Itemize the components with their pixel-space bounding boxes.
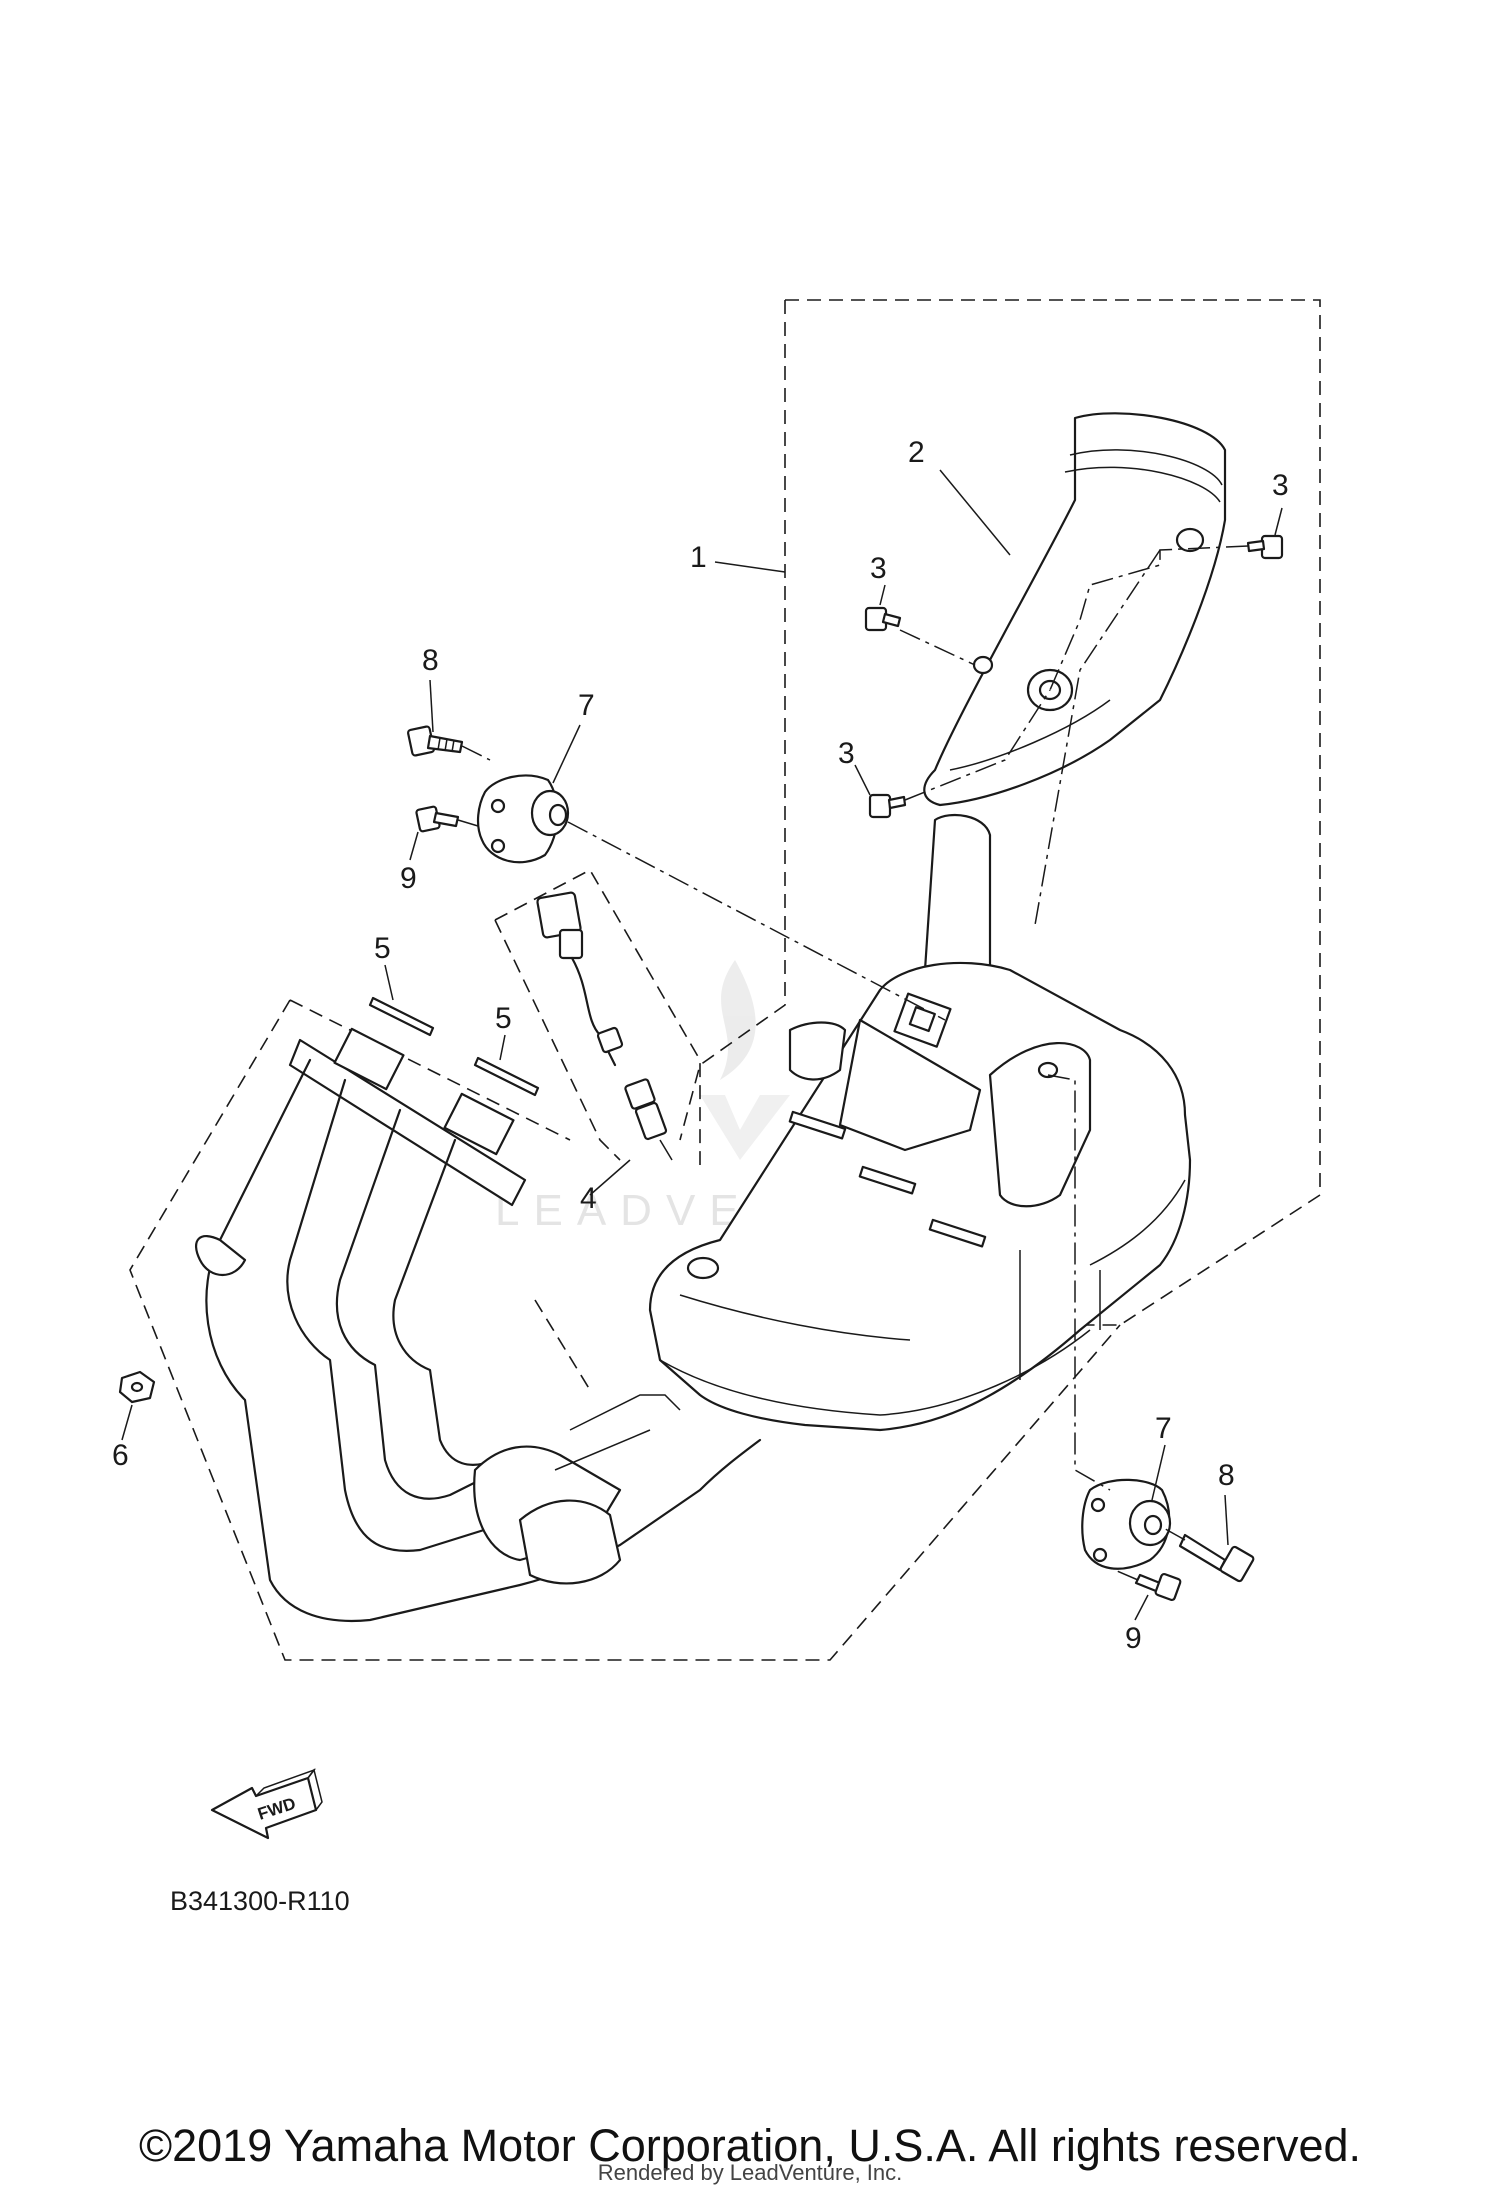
bolt-9-bottom — [1134, 1572, 1182, 1602]
rendered-by-notice: Rendered by LeadVenture, Inc. — [597, 2160, 903, 2185]
gasket-5-right — [473, 1056, 540, 1097]
exhaust-header-pipes — [195, 1027, 762, 1622]
leader-lines — [121, 469, 1283, 1621]
callout-5-left: 5 — [374, 932, 391, 965]
callout-7-bottom: 7 — [1155, 1412, 1172, 1445]
nut-6 — [118, 1370, 156, 1404]
callout-8-top: 8 — [422, 644, 439, 677]
callout-8-bottom: 8 — [1218, 1459, 1235, 1492]
callout-9-top: 9 — [400, 862, 417, 895]
muffler-assembly-boundary — [679, 299, 1321, 1326]
callout-7-top: 7 — [578, 689, 595, 722]
gasket-5-left — [368, 996, 435, 1037]
callout-4: 4 — [580, 1182, 597, 1215]
bracket-top — [476, 774, 570, 864]
forward-arrow-icon: FWD — [210, 1768, 323, 1840]
copyright-notice: ©2019 Yamaha Motor Corporation, U.S.A. A… — [138, 2120, 1362, 2171]
callout-6: 6 — [112, 1439, 129, 1472]
bolt-3-lower — [868, 793, 907, 819]
bolt-8-bottom — [1178, 1533, 1255, 1583]
callout-9-bottom: 9 — [1125, 1622, 1142, 1655]
bolt-3-left — [864, 606, 902, 632]
bolt-8-top — [406, 725, 464, 757]
diagram-code: B341300-R110 — [170, 1886, 350, 1916]
bolt-9-top — [415, 805, 460, 833]
oxygen-sensor — [536, 891, 673, 1161]
heat-protector — [923, 412, 1227, 807]
callout-3-lower: 3 — [838, 737, 855, 770]
callout-1: 1 — [690, 541, 707, 574]
exhaust-pipe-boundary — [129, 999, 1121, 1661]
callout-2: 2 — [908, 436, 925, 469]
callout-labels: 1 2 3 3 3 4 5 5 6 7 7 8 8 9 9 — [112, 436, 1289, 1655]
callout-5-right: 5 — [495, 1002, 512, 1035]
callout-3-right: 3 — [1272, 469, 1289, 502]
sensor-boundary — [494, 868, 701, 1165]
muffler-body — [648, 813, 1192, 1432]
callout-3-left: 3 — [870, 552, 887, 585]
bolt-3-right — [1246, 534, 1284, 560]
bracket-bottom — [1081, 1478, 1172, 1570]
alignment-lines — [457, 545, 1249, 1581]
